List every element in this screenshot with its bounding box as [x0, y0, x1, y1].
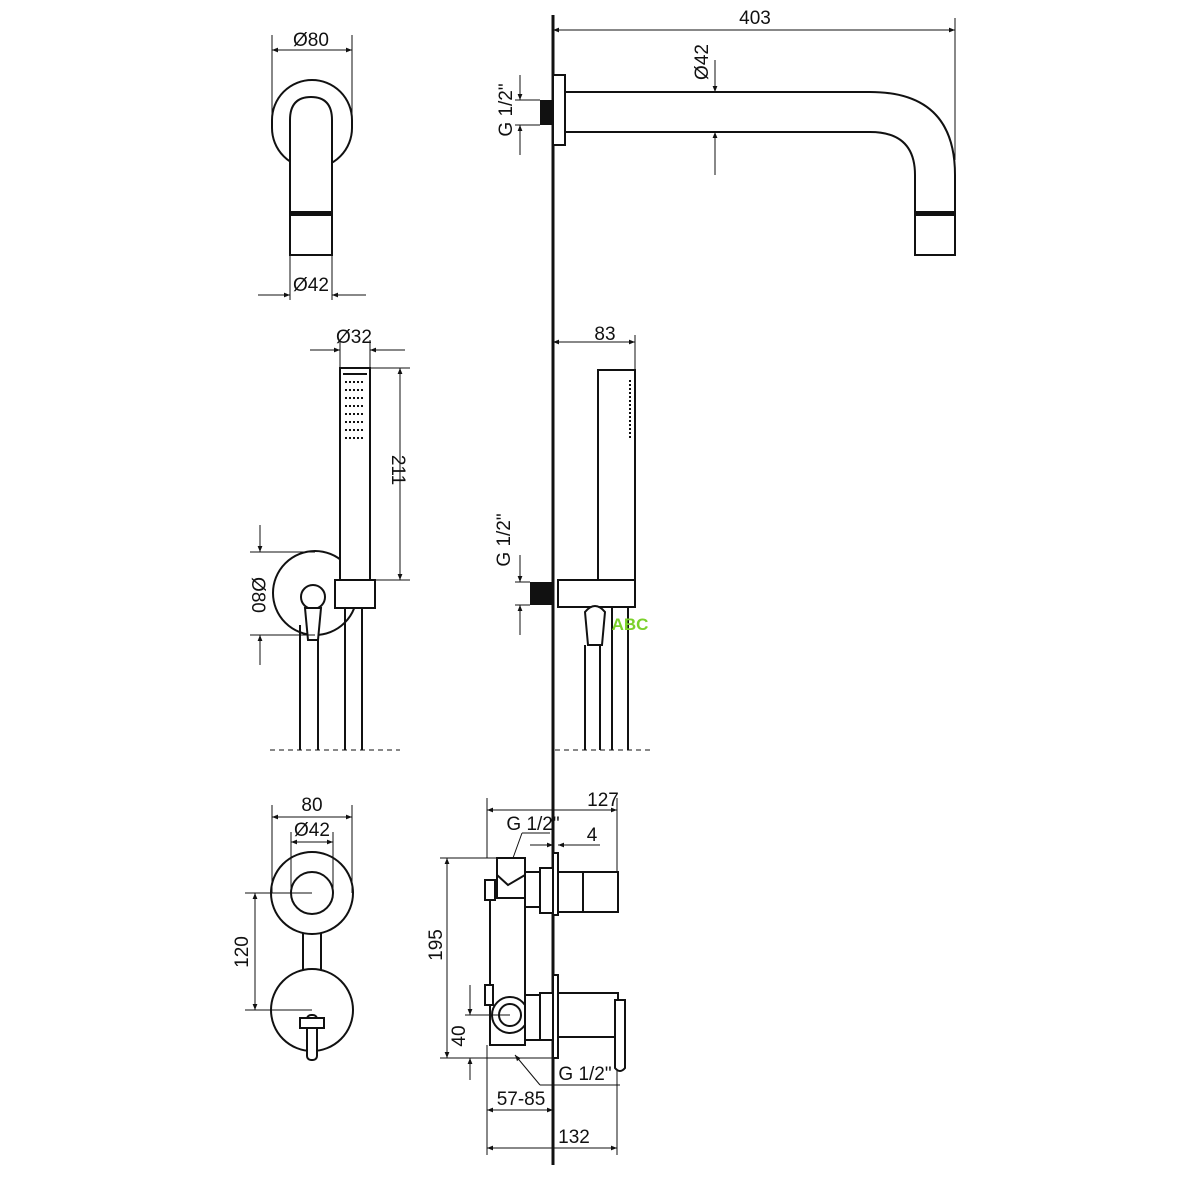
- handle-dia-label: Ø32: [336, 327, 372, 348]
- spout-length-label: 403: [739, 8, 771, 29]
- mixer-front-view: [245, 805, 354, 1061]
- spacing-label: 120: [232, 936, 253, 968]
- spout-side-view: [515, 18, 956, 256]
- spout-thread-label: G 1/2": [496, 83, 517, 136]
- spout-front-view: [258, 35, 366, 300]
- plate-gap-label: 4: [587, 825, 598, 846]
- projection-label: 83: [594, 324, 615, 345]
- mixer-side-view: [440, 798, 626, 1155]
- watermark: ABC: [612, 615, 649, 634]
- mixer-handle-dia-label: Ø42: [294, 820, 330, 841]
- spout-pipe-front-dia-label: Ø42: [293, 275, 329, 296]
- mixer-depth-label: 127: [587, 790, 619, 811]
- mixer-height-label: 195: [426, 929, 447, 961]
- total-depth-label: 132: [558, 1127, 590, 1148]
- plate-width-label: 80: [301, 795, 322, 816]
- spout-flange-dia-label: Ø80: [293, 30, 329, 51]
- mixer-bottom-thread-label: G 1/2": [558, 1064, 611, 1085]
- install-depth-label: 57-85: [497, 1089, 546, 1110]
- spout-pipe-dia-label: Ø42: [692, 44, 713, 80]
- hand-shower-side-view: [515, 335, 650, 751]
- outlet-offset-label: 40: [449, 1025, 470, 1046]
- hand-shower-thread-label: G 1/2": [494, 513, 515, 566]
- hand-shower-front-view: [250, 340, 410, 751]
- handle-length-label: 211: [387, 455, 408, 485]
- mixer-top-thread-label: G 1/2": [506, 814, 559, 835]
- holder-dia-label: Ø80: [247, 577, 268, 613]
